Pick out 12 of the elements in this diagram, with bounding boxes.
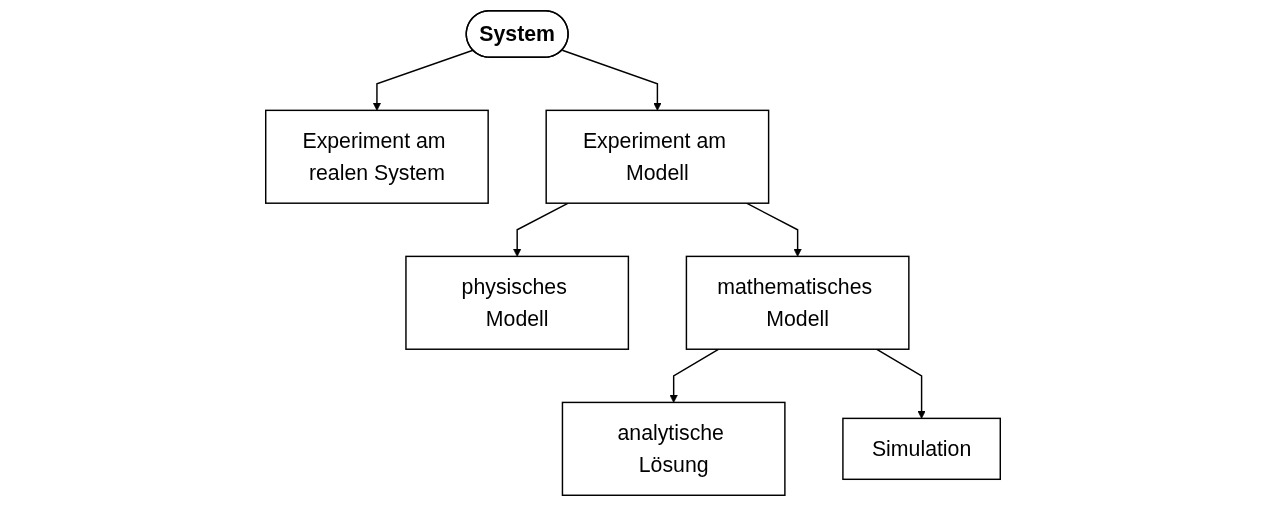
arrow (745, 202, 802, 257)
node-box: analytische Lösung (561, 401, 786, 496)
node-box: Simulation (842, 417, 1001, 481)
node-box: Experiment am Modell (545, 109, 770, 204)
arrow (875, 348, 926, 419)
node-box: physisches Modell (405, 255, 630, 350)
arrow (372, 49, 474, 111)
node-box: mathematisches Modell (685, 255, 910, 350)
node-box: Experiment am realen System (265, 109, 489, 204)
arrow (561, 49, 662, 111)
arrow (669, 348, 720, 403)
arrow (512, 202, 569, 257)
